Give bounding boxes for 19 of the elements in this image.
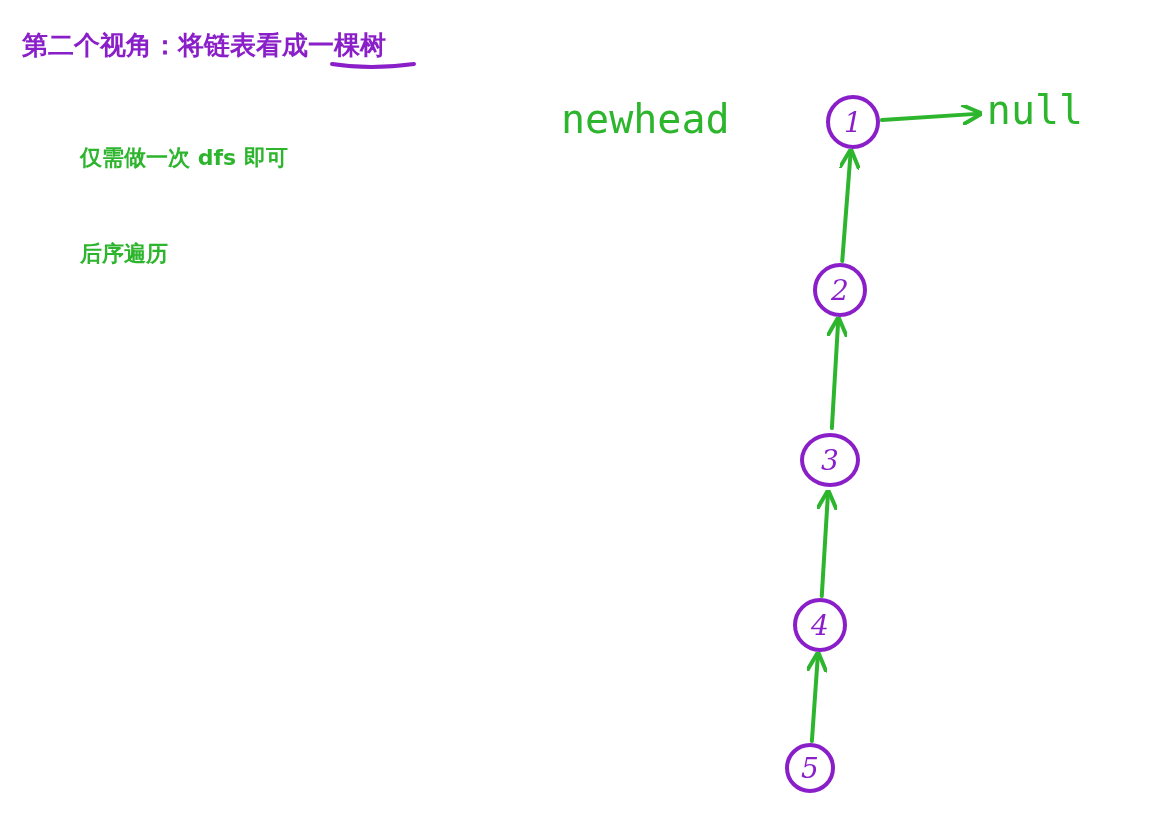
note-text: 后序遍历 xyxy=(80,240,168,268)
arrow xyxy=(837,146,862,264)
circle-node xyxy=(800,433,860,487)
node-number: 4 xyxy=(811,608,829,642)
node-number: 2 xyxy=(831,273,849,307)
arrow xyxy=(879,102,984,127)
note-text: 仅需做一次 dfs 即可 xyxy=(80,144,288,172)
node-label: null xyxy=(980,82,1090,138)
circle-node xyxy=(793,598,847,652)
arrow xyxy=(804,649,829,744)
circle-node xyxy=(813,263,867,317)
node-number: 1 xyxy=(844,105,862,139)
circle-node xyxy=(785,743,835,793)
node-caption: newhead xyxy=(561,96,730,142)
node-number: 3 xyxy=(821,443,839,477)
node-number: 5 xyxy=(801,751,819,785)
title: 第二个视角：将链表看成一棵树 xyxy=(22,29,386,62)
circle-node xyxy=(826,95,880,149)
arrow xyxy=(825,314,850,431)
